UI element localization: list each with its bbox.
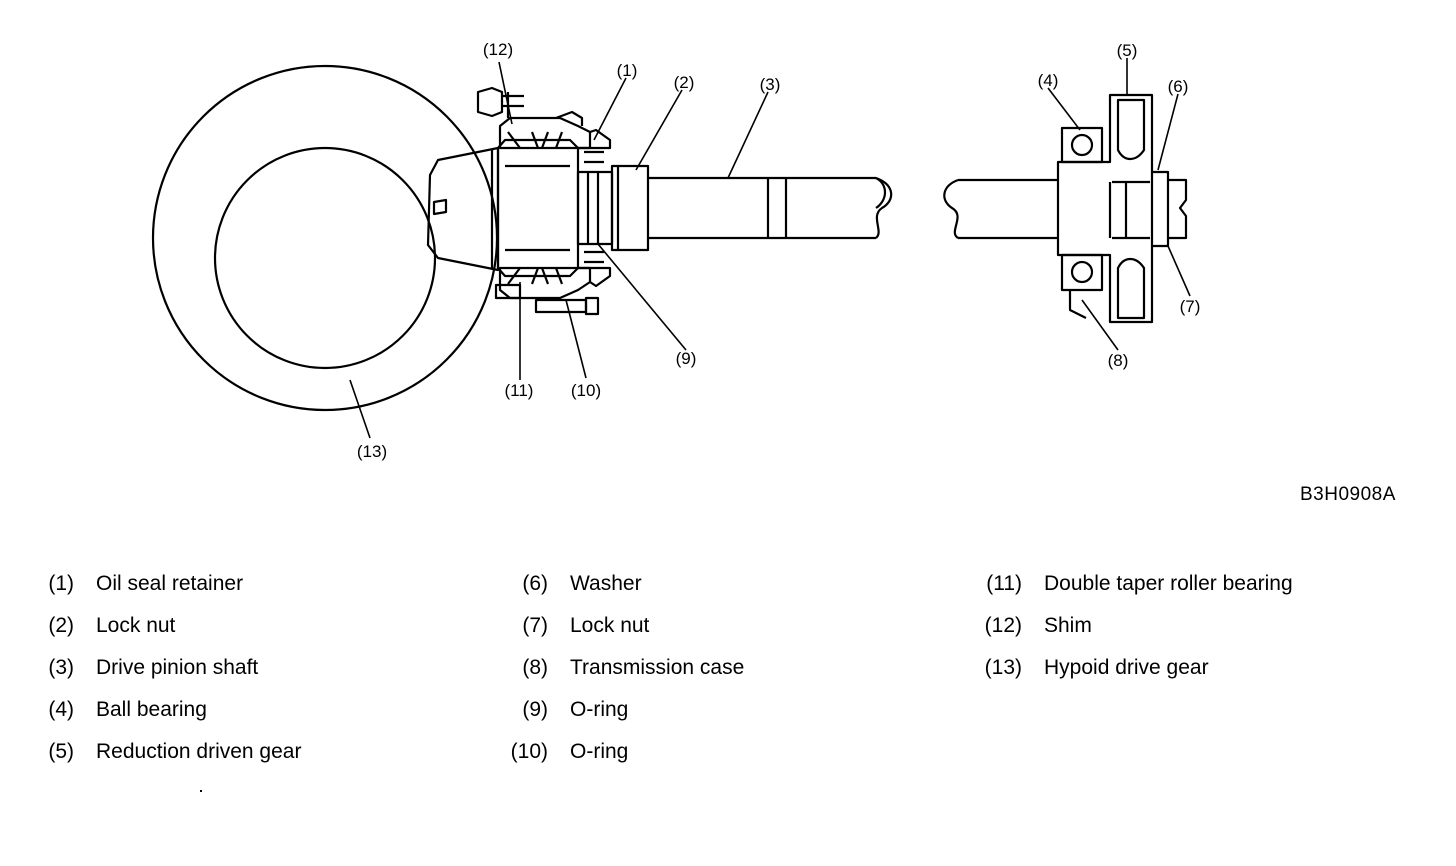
callout-9: (9)	[676, 349, 697, 368]
legend-item: (9) O-ring	[502, 692, 922, 734]
legend-number: (3)	[48, 656, 74, 679]
legend-item: (11) Double taper roller bearing	[976, 566, 1396, 608]
legend-column-1: (1) Oil seal retainer (2) Lock nut (3) Driv…	[28, 566, 448, 776]
legend-item: (10) O-ring	[502, 734, 922, 776]
figure-code: B3H0908A	[1300, 484, 1396, 505]
legend-label: Drive pinion shaft	[96, 656, 259, 679]
legend-item: (13) Hypoid drive gear	[976, 650, 1396, 692]
legend-label: Lock nut	[96, 614, 176, 637]
legend-label: Washer	[570, 572, 642, 595]
legend-item: (4) Ball bearing	[28, 692, 448, 734]
legend-label: Reduction driven gear	[96, 740, 302, 763]
legend-label: Double taper roller bearing	[1044, 572, 1293, 595]
legend-number: (9)	[522, 698, 548, 721]
callout-1: (1)	[617, 61, 638, 80]
legend-item: (8) Transmission case	[502, 650, 922, 692]
legend-label: Shim	[1044, 614, 1092, 637]
legend-item: (6) Washer	[502, 566, 922, 608]
callout-3: (3)	[760, 75, 781, 94]
callout-13: (13)	[357, 442, 387, 461]
legend-number: (8)	[522, 656, 548, 679]
hypoid-drive-gear	[151, 64, 499, 412]
double-taper-roller-bearing	[494, 116, 592, 300]
drive-pinion-shaft	[648, 176, 1058, 240]
callout-labels: (1) (2) (3) (4) (5) (6) (7) (8) (9) (10)…	[357, 40, 1201, 461]
legend-number: (5)	[48, 740, 74, 763]
callout-2: (2)	[674, 73, 695, 92]
callout-7: (7)	[1180, 297, 1201, 316]
legend-label: Transmission case	[570, 656, 745, 679]
legend-label: Oil seal retainer	[96, 572, 244, 595]
callout-4: (4)	[1038, 71, 1059, 90]
legend-number: (6)	[522, 572, 548, 595]
pinion-head	[426, 146, 500, 272]
legend-number: (4)	[48, 698, 74, 721]
legend-label: Hypoid drive gear	[1044, 656, 1209, 679]
legend-label: O-ring	[570, 698, 629, 721]
callout-6: (6)	[1168, 77, 1189, 96]
legend-column-2: (6) Washer (7) Lock nut (8) Transmission ca…	[502, 566, 922, 776]
legend-number: (13)	[984, 656, 1022, 679]
legend-number: (1)	[48, 572, 74, 595]
legend-item: (3) Drive pinion shaft	[28, 650, 448, 692]
legend-column-3: (11) Double taper roller bearing (12) Shim…	[976, 566, 1396, 692]
legend-label: Ball bearing	[96, 698, 207, 721]
callout-5: (5)	[1117, 41, 1138, 60]
callout-11: (11)	[505, 381, 534, 400]
oil-seal-retainer	[555, 110, 614, 288]
legend-item: (2) Lock nut	[28, 608, 448, 650]
legend-number: (12)	[984, 614, 1022, 637]
legend-number: (2)	[48, 614, 74, 637]
legend-item: (1) Oil seal retainer	[28, 566, 448, 608]
ball-bearing	[1060, 126, 1104, 292]
callout-10: (10)	[571, 381, 601, 400]
legend-label: O-ring	[570, 740, 629, 763]
legend-number: (11)	[986, 572, 1022, 595]
drive-pinion-assembly-diagram: (1) (2) (3) (4) (5) (6) (7) (8) (9) (10)…	[151, 40, 1201, 461]
washer-and-lock-nut	[1152, 170, 1188, 248]
scan-speck	[200, 790, 202, 792]
legend-label: Lock nut	[570, 614, 650, 637]
legend-item: (12) Shim	[976, 608, 1396, 650]
transmission-case	[1068, 290, 1087, 319]
legend-number: (7)	[522, 614, 548, 637]
lock-nut	[610, 164, 650, 252]
shim-and-bolts	[476, 86, 600, 316]
legend-item: (5) Reduction driven gear	[28, 734, 448, 776]
legend-item: (7) Lock nut	[502, 608, 922, 650]
callout-8: (8)	[1108, 351, 1129, 370]
callout-12: (12)	[483, 40, 513, 59]
leader-lines	[349, 58, 1191, 439]
legend-number: (10)	[510, 740, 548, 763]
